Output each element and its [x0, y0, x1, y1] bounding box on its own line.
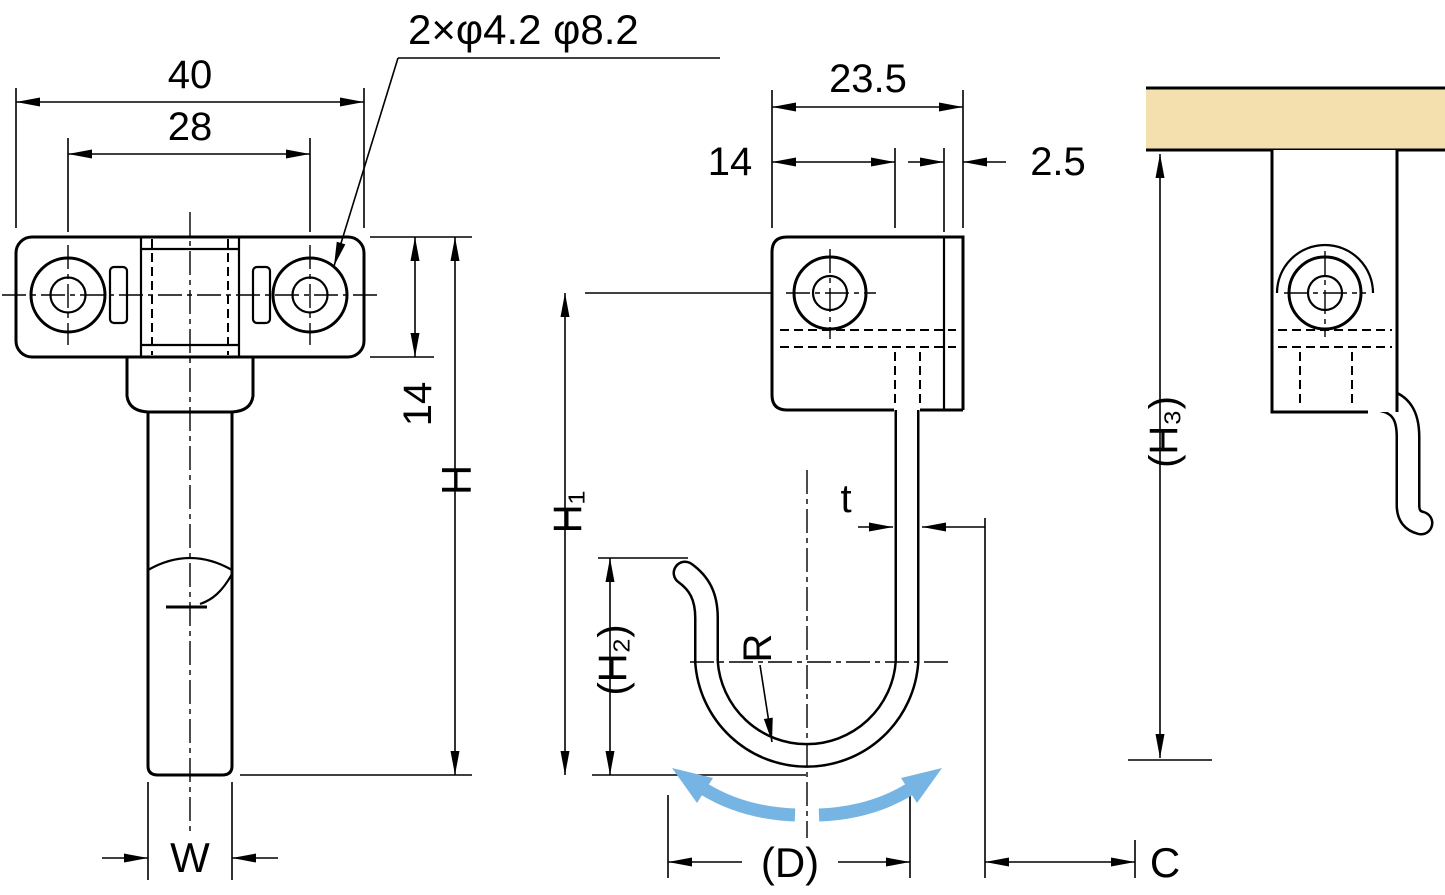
swing-arrow-left-head — [672, 768, 713, 803]
swing-arrow-left-arc — [700, 783, 796, 822]
front-ext-lines-28 — [67, 138, 311, 232]
front-dim-40-label: 40 — [168, 53, 213, 97]
front-body-column — [139, 237, 241, 357]
front-plate-outline — [14, 235, 366, 359]
mounted-dim-H3-label: (H₃) — [1142, 396, 1186, 468]
mounted-bracket-outline — [1270, 150, 1399, 414]
front-ext-lines-right — [240, 236, 472, 776]
front-hook-tip-curves — [147, 556, 233, 606]
side-view: 23.5 14 2.5 H₁ (H₂) t R (D) C — [546, 57, 1180, 886]
front-dim-H-label: H — [433, 465, 480, 495]
swing-arrow-right-head — [901, 768, 942, 803]
side-hidden-lines — [780, 329, 956, 408]
front-body-hidden-lines — [151, 239, 229, 355]
front-screw-left-counterbore — [29, 256, 107, 334]
front-dim-28-label: 28 — [168, 105, 213, 149]
side-dim-t-label: t — [840, 477, 851, 521]
side-ext-lines-C — [984, 518, 1136, 878]
side-dim-14-label: 14 — [708, 140, 753, 184]
side-dim-H1-label: H₁ — [546, 491, 590, 533]
side-dim-R-label: R — [736, 634, 780, 663]
side-dim-H2-label: (H₂) — [591, 624, 635, 695]
mounted-bracket-fill — [1272, 150, 1397, 412]
side-dim-2-5-label: 2.5 — [1030, 140, 1086, 184]
mounting-board — [1146, 88, 1445, 150]
mounted-hook-strap-inner — [1373, 390, 1431, 533]
mounted-hidden-lines — [1278, 329, 1392, 408]
side-ext-lines-top — [771, 90, 964, 232]
front-view: 40 28 2×φ4.2 φ8.2 14 H W — [2, 6, 720, 881]
side-hook-centerlines — [690, 470, 950, 838]
side-dim-D-label: (D) — [761, 839, 819, 886]
front-ext-lines-40 — [15, 88, 365, 228]
front-screw-right-hole — [291, 276, 329, 314]
side-screw-centerlines — [786, 249, 876, 339]
side-dim-R-leader — [759, 664, 773, 743]
front-ext-lines-W — [147, 782, 233, 880]
mounted-bracket-dome — [1275, 243, 1375, 294]
side-block-fill — [772, 237, 963, 410]
front-centerlines — [2, 212, 380, 833]
front-screw-left-hole — [49, 276, 87, 314]
side-dim-C-label: C — [1150, 839, 1180, 886]
swing-arrow-right-arc — [818, 783, 914, 822]
front-tab-left — [108, 265, 129, 325]
side-block-outline — [770, 235, 965, 412]
front-dim-W-label: W — [170, 834, 210, 881]
mounted-view: (H₃) — [1128, 86, 1445, 761]
swing-arrow-right — [818, 768, 942, 822]
front-callout-leader — [333, 57, 399, 267]
side-dim-23-5-label: 23.5 — [829, 57, 907, 101]
swing-arrow-left — [672, 768, 796, 822]
front-dim-14-label: 14 — [396, 382, 440, 427]
side-hook-strap-inner — [675, 360, 917, 766]
mounted-screw-centerlines — [1284, 251, 1366, 337]
front-screw-right-counterbore — [271, 256, 349, 334]
front-hole-callout-label: 2×φ4.2 φ8.2 — [408, 6, 639, 53]
front-bracket-outline — [125, 357, 255, 414]
front-tab-right — [251, 265, 272, 325]
front-hook-shaft — [146, 412, 234, 777]
